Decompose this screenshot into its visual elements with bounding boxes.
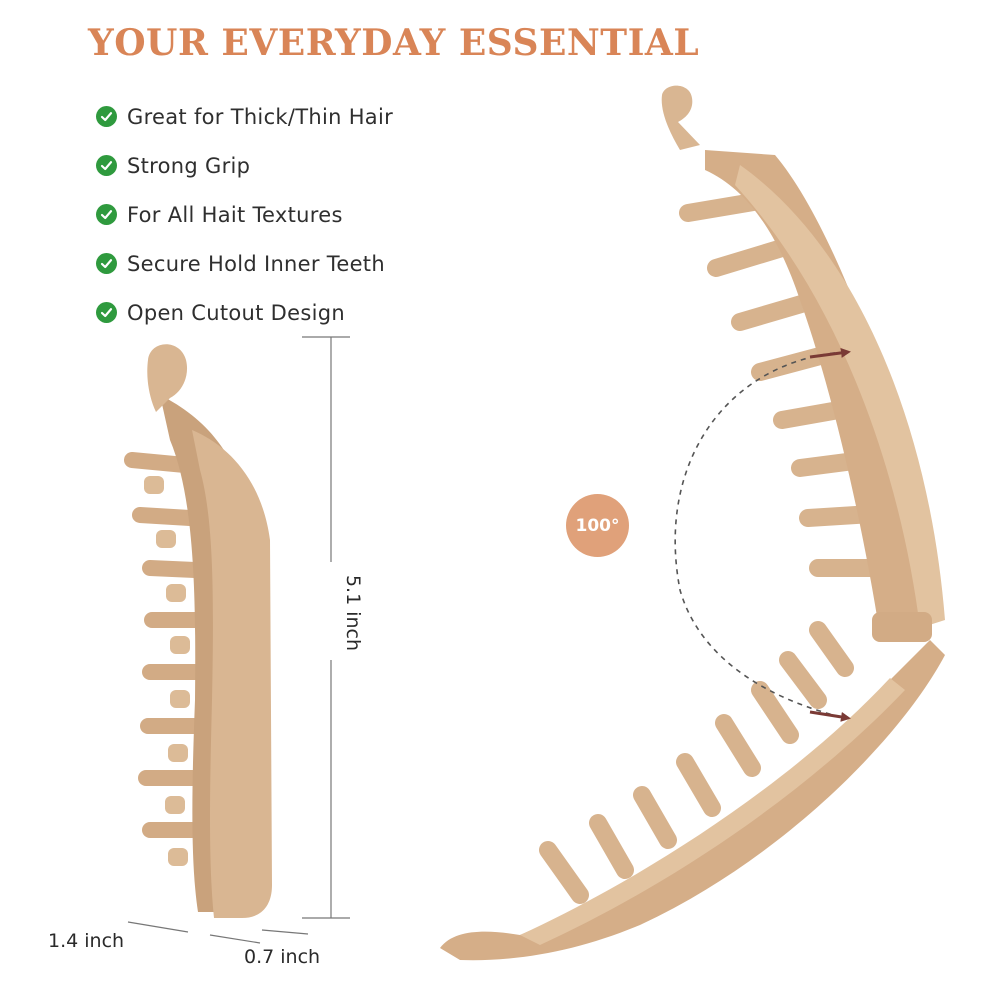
clip-inner-nubs [144, 476, 190, 866]
closed-hair-clip [124, 344, 272, 918]
arrow-top-icon [809, 347, 851, 359]
height-label: 5.1 inch [342, 574, 365, 652]
check-circle-icon [96, 155, 117, 176]
feature-list: Great for Thick/Thin Hair Strong Grip Fo… [96, 92, 393, 337]
hinge [872, 612, 932, 642]
check-circle-icon [96, 302, 117, 323]
angle-arc [674, 351, 846, 719]
width-label: 1.4 inch [48, 930, 125, 952]
open-hair-clip [440, 85, 945, 961]
dimension-lines [127, 336, 350, 944]
arrow-bottom-icon [809, 710, 851, 722]
check-circle-icon [96, 106, 117, 127]
feature-item: Strong Grip [96, 141, 393, 190]
open-clip-lower-teeth [539, 621, 854, 904]
feature-text: Secure Hold Inner Teeth [127, 251, 385, 276]
feature-item: Open Cutout Design [96, 288, 393, 337]
check-circle-icon [96, 253, 117, 274]
feature-item: Secure Hold Inner Teeth [96, 239, 393, 288]
feature-item: For All Hait Textures [96, 190, 393, 239]
check-circle-icon [96, 204, 117, 225]
feature-item: Great for Thick/Thin Hair [96, 92, 393, 141]
feature-text: Great for Thick/Thin Hair [127, 104, 394, 129]
feature-text: Strong Grip [127, 153, 251, 178]
feature-text: Open Cutout Design [127, 300, 345, 325]
feature-text: For All Hait Textures [127, 202, 343, 227]
headline: YOUR EVERYDAY ESSENTIAL [88, 22, 700, 64]
depth-label: 0.7 inch [244, 946, 321, 968]
clip-teeth [124, 452, 205, 838]
angle-badge: 100° [566, 494, 629, 557]
